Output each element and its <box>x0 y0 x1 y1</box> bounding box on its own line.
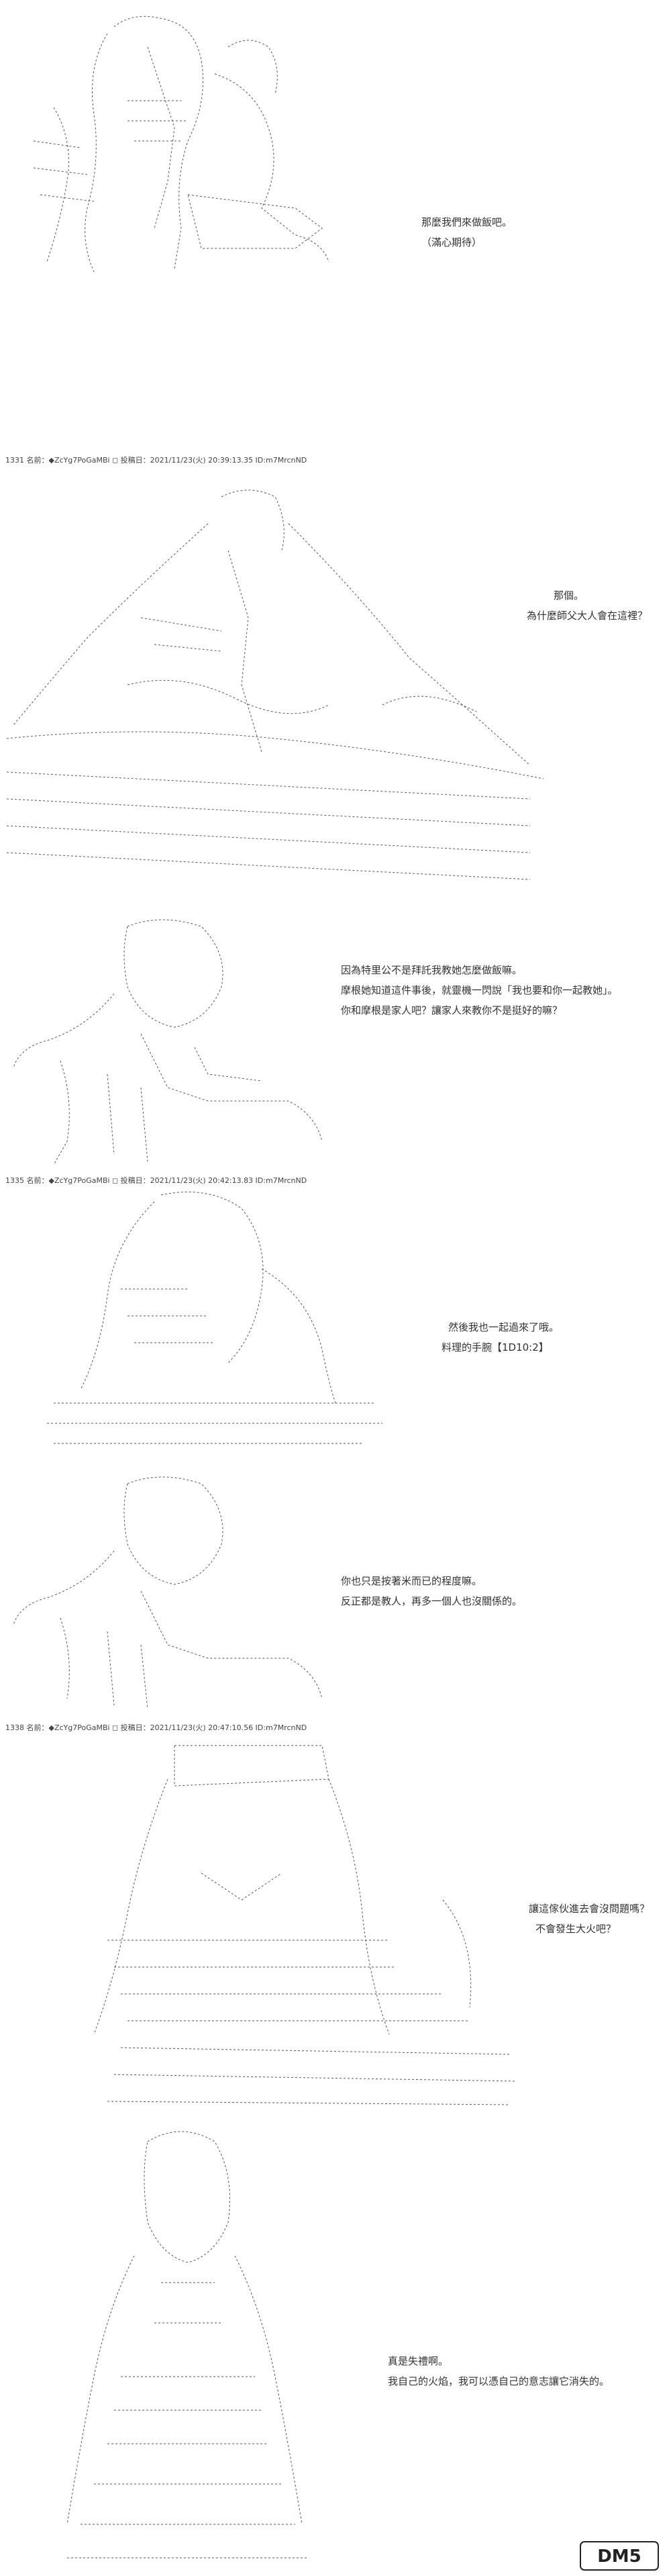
panel-5: 你也只是按著米而已的程度嘛。 反正都是教人，再多一個人也沒關係的。 <box>0 1464 671 1719</box>
ascii-art-figure-6 <box>40 1739 523 2108</box>
dialogue-line: 反正都是教人，再多一個人也沒關係的。 <box>341 1595 523 1607</box>
dialogue-3: 因為特里公不是拜託我教她怎麼做飯嘛。 摩根她知道這件事後，就靈機一閃說「我也要和… <box>341 960 618 1020</box>
post-header-1338: 1338 名前：◆ZcYg7PoGaMBi ◻ 投稿日：2021/11/23(火… <box>5 1723 307 1732</box>
dialogue-line: 你和摩根是家人吧？讓家人來教你不是挺好的嘛？ <box>341 1004 563 1016</box>
panel-3: 因為特里公不是拜託我教她怎麼做飯嘛。 摩根她知道這件事後，就靈機一閃說「我也要和… <box>0 906 671 1175</box>
dialogue-line: 為什麼師父大人會在這裡？ <box>527 610 648 622</box>
dialogue-line: 真是失禮啊。 <box>388 2355 449 2367</box>
dialogue-line: 摩根她知道這件事後，就靈機一閃說「我也要和你一起教她」。 <box>341 984 618 996</box>
ascii-art-figure-7 <box>54 2121 322 2571</box>
dialogue-line: 那個。 <box>554 589 584 602</box>
ascii-art-figure-1 <box>13 7 362 275</box>
ascii-art-figure-5 <box>7 1470 329 1712</box>
watermark-logo: DM5 <box>580 2541 659 2571</box>
dialogue-line: 不會發生大火吧？ <box>535 1923 617 1935</box>
dialogue-7: 真是失禮啊。 我自己的火焰，我可以憑自己的意志讓它消失的。 <box>388 2351 609 2391</box>
panel-7: 真是失禮啊。 我自己的火焰，我可以憑自己的意志讓它消失的。 DM5 <box>0 2121 671 2576</box>
dialogue-2: 那個。 為什麼師父大人會在這裡？ <box>527 585 648 626</box>
dialogue-line: 因為特里公不是拜託我教她怎麼做飯嘛。 <box>341 964 523 976</box>
panel-6: 讓這傢伙進去會沒問題嗎？ 不會發生大火吧？ <box>0 1739 671 2115</box>
post-header-1335: 1335 名前：◆ZcYg7PoGaMBi ◻ 投稿日：2021/11/23(火… <box>5 1176 307 1185</box>
dialogue-line: （滿心期待） <box>421 236 482 248</box>
ascii-art-figure-2 <box>7 483 544 893</box>
watermark-text: DM5 <box>597 2546 641 2567</box>
dialogue-line: 料理的手腕【1D10:2】 <box>442 1341 549 1353</box>
dialogue-line: 我自己的火焰，我可以憑自己的意志讓它消失的。 <box>388 2375 610 2387</box>
ascii-art-figure-3 <box>7 913 329 1168</box>
panel-1: 那麼我們來做飯吧。 （滿心期待） <box>0 0 671 289</box>
dialogue-1: 那麼我們來做飯吧。 （滿心期待） <box>421 212 512 252</box>
dialogue-4: 然後我也一起過來了哦。 料理的手腕【1D10:2】 <box>442 1317 560 1357</box>
dialogue-line: 那麼我們來做飯吧。 <box>421 216 513 228</box>
panel-4: 然後我也一起過來了哦。 料理的手腕【1D10:2】 <box>0 1188 671 1464</box>
ascii-art-figure-4 <box>40 1188 389 1457</box>
dialogue-line: 然後我也一起過來了哦。 <box>448 1321 560 1333</box>
dialogue-6: 讓這傢伙進去會沒問題嗎？ 不會發生大火吧？ <box>529 1899 650 1939</box>
post-header-1331: 1331 名前：◆ZcYg7PoGaMBi ◻ 投稿日：2021/11/23(火… <box>5 456 307 465</box>
dialogue-line: 讓這傢伙進去會沒問題嗎？ <box>529 1903 650 1915</box>
dialogue-line: 你也只是按著米而已的程度嘛。 <box>341 1575 482 1587</box>
panel-2: 那個。 為什麼師父大人會在這裡？ <box>0 470 671 900</box>
dialogue-5: 你也只是按著米而已的程度嘛。 反正都是教人，再多一個人也沒關係的。 <box>341 1571 522 1611</box>
